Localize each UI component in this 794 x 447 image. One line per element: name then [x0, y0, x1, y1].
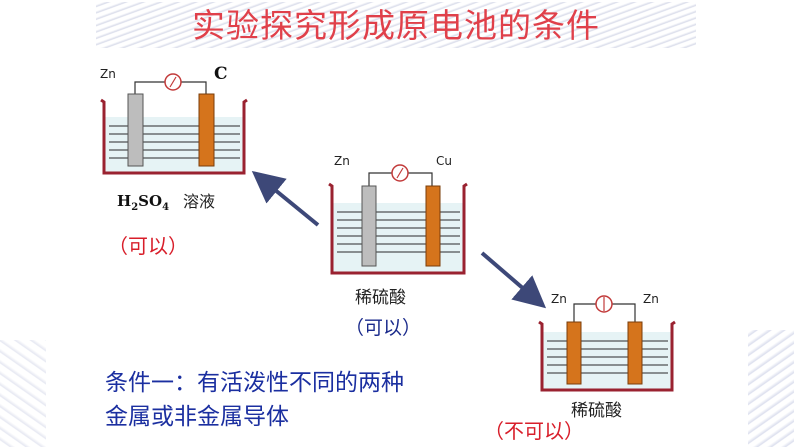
electrode-label-right: Zn [643, 292, 659, 306]
title-background [96, 2, 696, 48]
zn-electrode-left [566, 321, 582, 385]
electrode-label-left: Zn [334, 154, 350, 168]
c-electrode [198, 93, 215, 167]
solution-label: 溶液 [183, 192, 216, 211]
galvanometer-icon [164, 73, 182, 91]
condition-line-2: 金属或非金属导体 [105, 404, 289, 430]
condition-line-1: 条件一：有活泼性不同的两种 [105, 370, 404, 396]
electrode-label-left: Zn [100, 67, 116, 81]
decorative-pattern-left [0, 340, 46, 447]
zn-electrode-right [627, 321, 643, 385]
solution-formula: H2SO4 [117, 192, 170, 213]
electrode-label-right: Cu [436, 154, 452, 168]
electrode-label-left: Zn [551, 292, 567, 306]
zn-electrode [361, 185, 377, 267]
zn-electrode [127, 93, 144, 167]
cell-diagram-zn-cu [328, 164, 468, 275]
verdict-center: （可以） [345, 317, 422, 339]
page-title: 实验探究形成原电池的条件 [192, 6, 600, 45]
solution-label: 稀硫酸 [571, 401, 622, 421]
galvanometer-icon [595, 295, 613, 313]
solution-label: 稀硫酸 [355, 288, 406, 308]
condition-text: 条件一：有活泼性不同的两种 金属或非金属导体 [105, 366, 525, 434]
cell-diagram-zn-zn [538, 295, 676, 392]
cu-electrode [425, 185, 441, 267]
verdict-left: （可以） [108, 234, 188, 258]
electrode-label-right: C [214, 64, 228, 84]
decorative-pattern-right [748, 330, 794, 447]
galvanometer-icon [391, 164, 409, 182]
cell-diagram-zn-c [100, 73, 248, 175]
verdict-right: （不可以） [484, 419, 584, 443]
